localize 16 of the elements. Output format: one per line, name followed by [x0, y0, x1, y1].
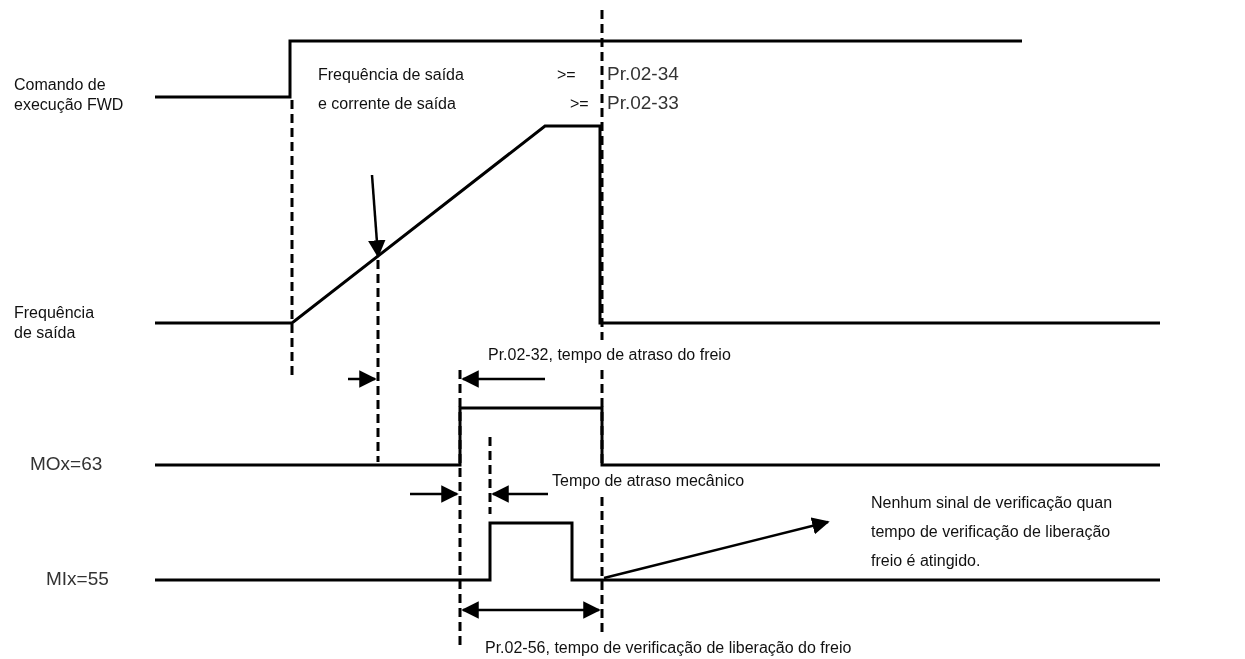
label-text: >=: [570, 94, 589, 114]
label-text: Pr.02-34: [607, 64, 679, 84]
waveform: [155, 521, 1160, 582]
label-text: Pr.02-32, tempo de atraso do freio: [488, 345, 731, 365]
label-text: Pr.02-56, tempo de verificação de liberação do freio: [485, 638, 852, 658]
label-text: MOx=63: [30, 454, 103, 474]
note-text: Nenhum sinal de verificação quan tempo de verificação de liberação freio é atingido.: [871, 488, 1123, 575]
label-text: MIx=55: [46, 569, 109, 589]
label-text: Tempo de atraso mecânico: [552, 471, 745, 491]
label-text: Pr.02-33: [607, 93, 679, 113]
label-text: Comando de execução FWD: [14, 75, 125, 115]
label-text: >=: [557, 65, 576, 85]
label-text: Frequência de saída: [14, 303, 96, 343]
label-text: Frequência de saída: [318, 65, 464, 85]
leader-arrow: [603, 517, 830, 580]
label-text: e corrente de saída: [318, 94, 456, 114]
